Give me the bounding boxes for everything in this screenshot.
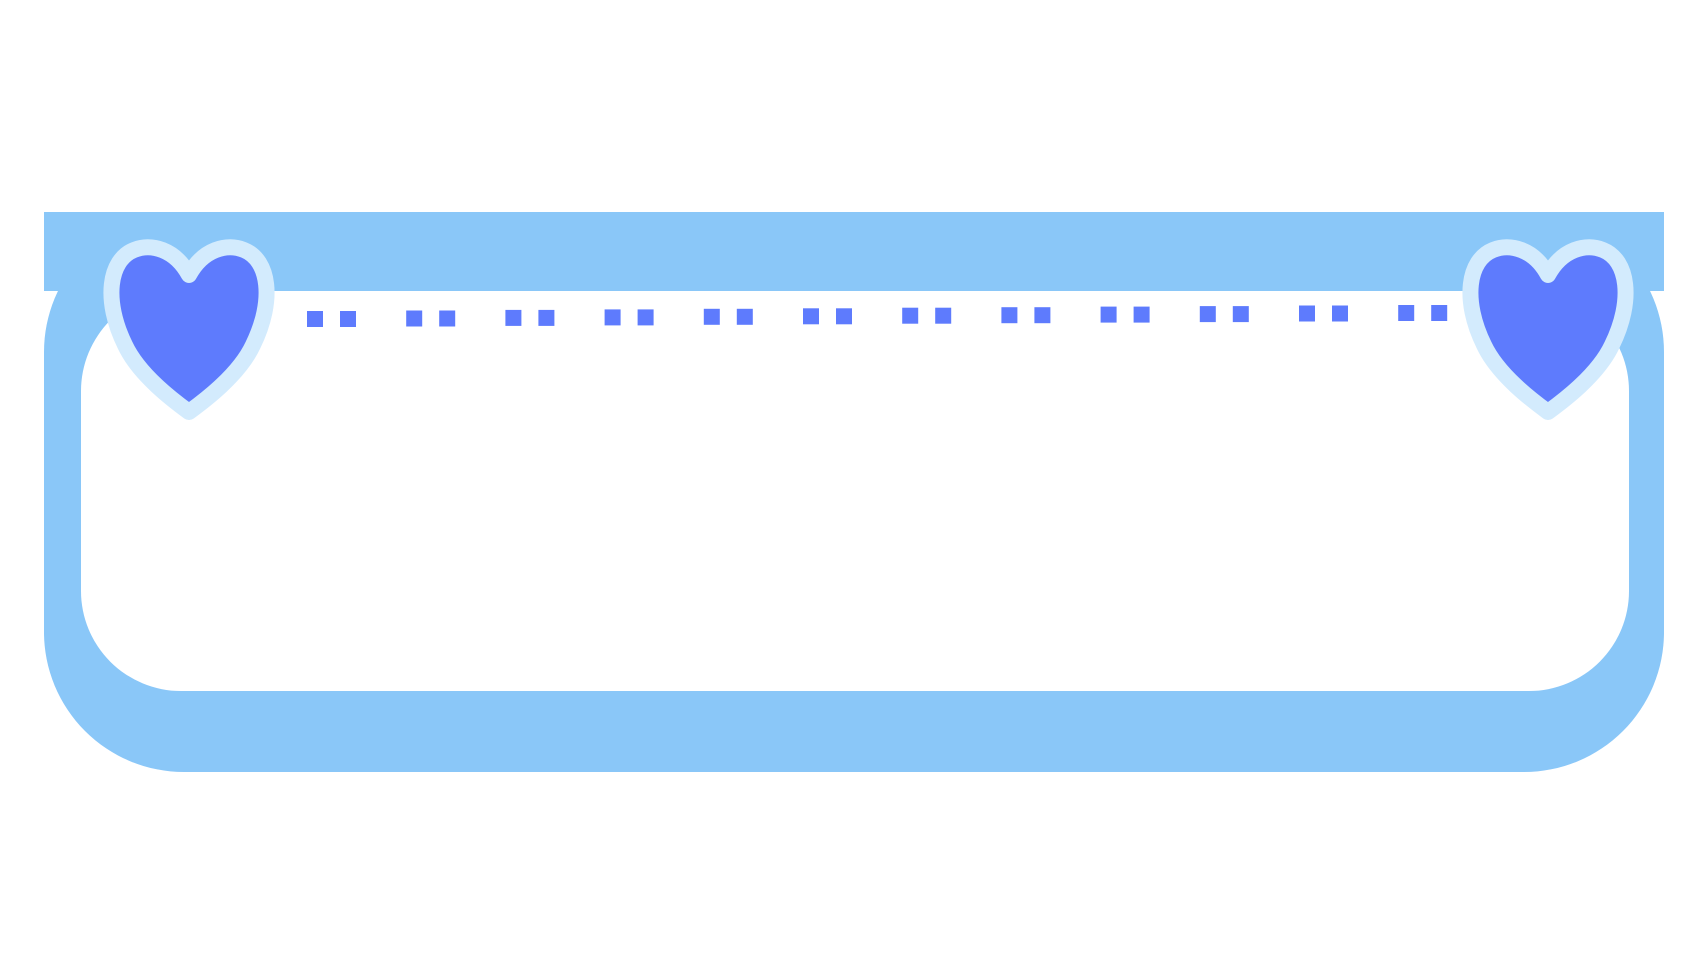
inner-panel xyxy=(81,291,1629,691)
top-band xyxy=(44,212,1664,291)
square-dot xyxy=(1332,305,1348,322)
square-dot xyxy=(703,308,720,325)
square-dot xyxy=(307,311,323,327)
square-dot xyxy=(902,307,919,324)
heart-icon xyxy=(103,239,275,420)
square-dot xyxy=(1398,305,1415,321)
square-dot xyxy=(736,308,753,325)
heart-icon xyxy=(1462,239,1634,420)
square-dot xyxy=(1034,307,1051,324)
square-dot xyxy=(1199,306,1216,323)
square-dot xyxy=(637,309,654,326)
square-dot xyxy=(836,308,852,325)
square-dot xyxy=(1299,305,1315,322)
square-dot xyxy=(935,307,952,324)
square-dot xyxy=(406,310,423,327)
square-dot xyxy=(803,308,819,325)
square-dot xyxy=(1100,306,1117,323)
heart-icon-right xyxy=(1462,239,1634,420)
square-dot xyxy=(604,309,621,326)
square-dot xyxy=(1431,305,1448,321)
square-dot xyxy=(1133,306,1150,323)
square-dot xyxy=(538,309,555,326)
square-dot xyxy=(1001,307,1018,324)
dotted-rule xyxy=(307,305,1448,327)
square-dot xyxy=(340,311,356,327)
square-dot xyxy=(1232,306,1249,323)
square-dot xyxy=(505,309,522,326)
square-dot xyxy=(439,310,456,327)
heart-icon-left xyxy=(103,239,275,420)
